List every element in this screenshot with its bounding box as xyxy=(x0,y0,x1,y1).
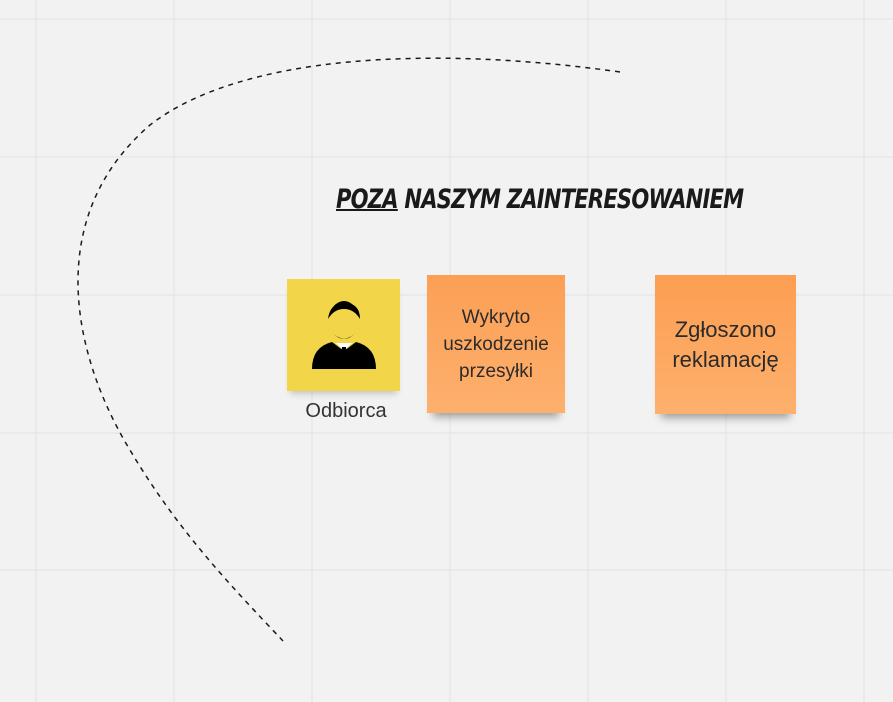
sticky-text: Wykryto uszkodzenie przesyłki xyxy=(443,306,549,382)
event-sticky-wykryto-uszkodzenie[interactable]: Wykryto uszkodzenie przesyłki xyxy=(427,275,565,413)
event-sticky-zgloszono-reklamacje[interactable]: Zgłoszono reklamację xyxy=(655,275,796,414)
title-rest: naszym zainteresowaniem xyxy=(397,184,744,215)
section-title[interactable]: Poza naszym zainteresowaniem xyxy=(336,184,744,215)
title-underlined-word: Poza xyxy=(336,184,399,215)
actor-sticky-odbiorca[interactable] xyxy=(287,279,400,391)
person-in-suit-icon xyxy=(306,295,382,376)
actor-caption: Odbiorca xyxy=(305,400,387,422)
sticky-text: Zgłoszono reklamację xyxy=(672,316,779,372)
